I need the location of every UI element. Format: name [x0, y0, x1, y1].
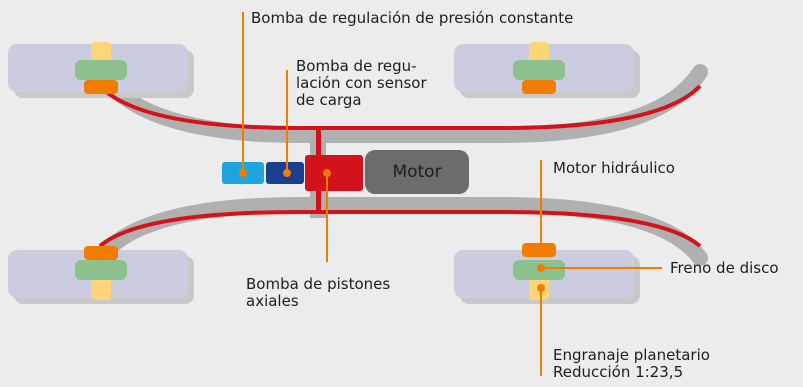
hydraulic-motor-rear-left: [84, 246, 118, 260]
callout-dot-axial-pump: [323, 169, 331, 177]
disc-brake-label: Freno de disco: [670, 259, 779, 277]
load-sensing-pump-label-line-3: de carga: [296, 91, 362, 109]
callout-dot-planetary-gear: [537, 284, 545, 292]
axial-pump-label-line-1: Bomba de pistones: [246, 275, 391, 293]
hydraulic-motor-front-right: [522, 80, 556, 94]
load-sensing-pump-label-line-1: Bomba de regu-: [296, 57, 417, 75]
disc-brake-front-left: [75, 60, 127, 80]
hub-front-right: [513, 42, 565, 94]
planetary-gear-label: Engranaje planetario Reducción 1:23,5: [553, 347, 710, 381]
hub-rear-left: [75, 246, 127, 300]
hydraulic-lines: [98, 84, 702, 248]
callout-dots: [239, 169, 545, 292]
pressure-pump-label: Bomba de regulación de presión constante: [251, 9, 574, 27]
axial-pump-label: Bomba de pistones axiales: [246, 276, 390, 310]
disc-brake-rear-left: [75, 260, 127, 280]
planetary-gear-label-line-2: Reducción 1:23,5: [553, 363, 684, 381]
axial-pump-label-line-2: axiales: [246, 292, 299, 310]
callout-dot-pressure-pump: [239, 169, 247, 177]
callout-dot-disc-brake: [537, 264, 545, 272]
hub-front-left: [75, 42, 127, 94]
planetary-gear-label-line-1: Engranaje planetario: [553, 346, 710, 364]
axial-pump-block: [305, 155, 363, 191]
hydraulic-motor-label: Motor hidráulico: [553, 159, 675, 177]
disc-brake-front-right: [513, 60, 565, 80]
callout-dot-load-sensing-pump: [283, 169, 291, 177]
motor-block: [365, 150, 469, 194]
hydraulic-motor-front-left: [84, 80, 118, 94]
callout-dot-hydraulic-motor: [537, 246, 545, 254]
load-sensing-pump-label: Bomba de regu- lación con sensor de carg…: [296, 58, 427, 109]
motor-label: Motor: [392, 162, 442, 182]
load-sensing-pump-label-line-2: lación con sensor: [296, 74, 427, 92]
callouts: [242, 12, 662, 376]
